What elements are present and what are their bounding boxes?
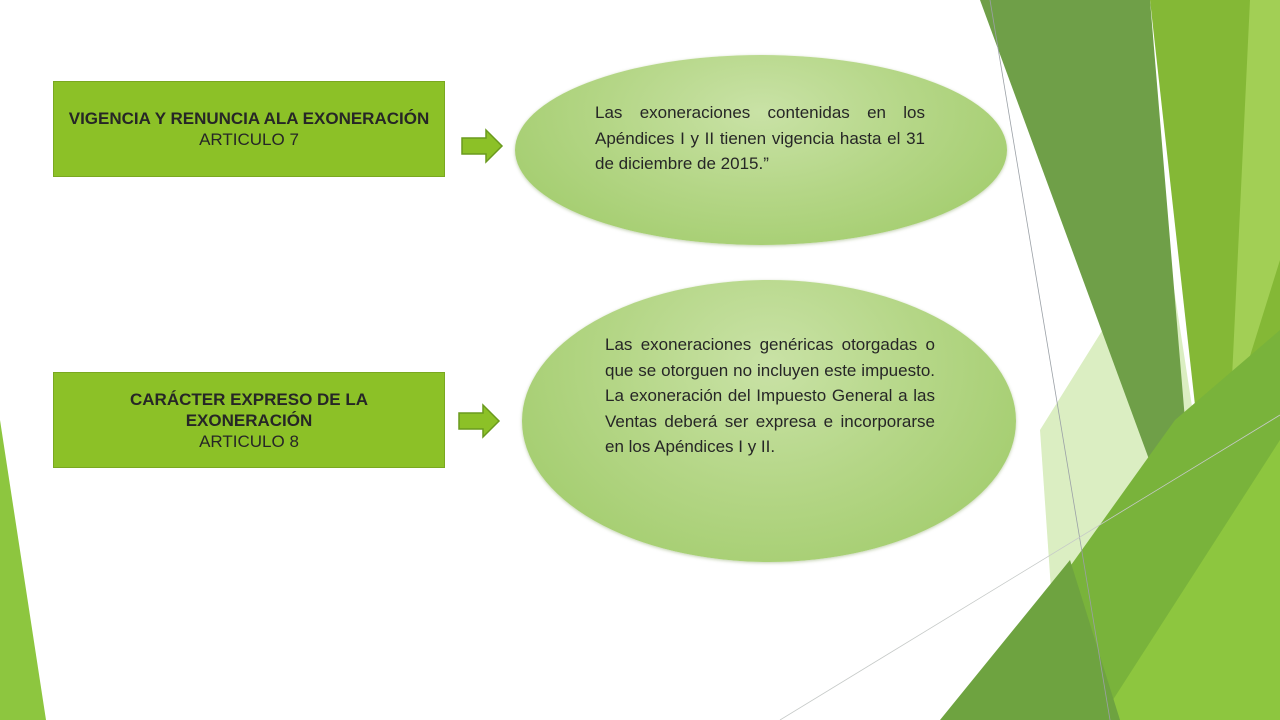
article-8-description-ellipse: [522, 280, 1016, 562]
article-8-title: CARÁCTER EXPRESO DE LA EXONERACIÓN: [129, 389, 369, 430]
bg-shape-bottom-dark: [940, 560, 1120, 720]
right-arrow-icon: [458, 403, 501, 439]
article-8-number: ARTICULO 8: [199, 431, 299, 451]
article-8-description: Las exoneraciones genéricas otorgadas o …: [605, 335, 935, 456]
bg-line-diagonal-1: [989, 0, 1111, 720]
bg-line-diagonal-2: [779, 414, 1280, 720]
bg-shape-bright-top: [1230, 0, 1280, 420]
right-arrow-icon: [461, 128, 504, 164]
article-7-description-ellipse: [515, 55, 1007, 245]
bg-shape-left-stripe: [0, 420, 46, 720]
bg-shape-top-dark: [980, 0, 1190, 530]
article-7-title: VIGENCIA Y RENUNCIA ALA EXONERACIÓN: [68, 109, 430, 128]
article-7-number: ARTICULO 7: [199, 130, 299, 149]
article-7-description: Las exoneraciones contenidas en los Apén…: [595, 103, 925, 173]
article-7-box: VIGENCIA Y RENUNCIA ALA EXONERACIÓN ARTI…: [53, 81, 445, 177]
article-8-box: CARÁCTER EXPRESO DE LA EXONERACIÓN ARTIC…: [53, 372, 445, 468]
bg-shape-bottom-bright: [1100, 440, 1280, 720]
